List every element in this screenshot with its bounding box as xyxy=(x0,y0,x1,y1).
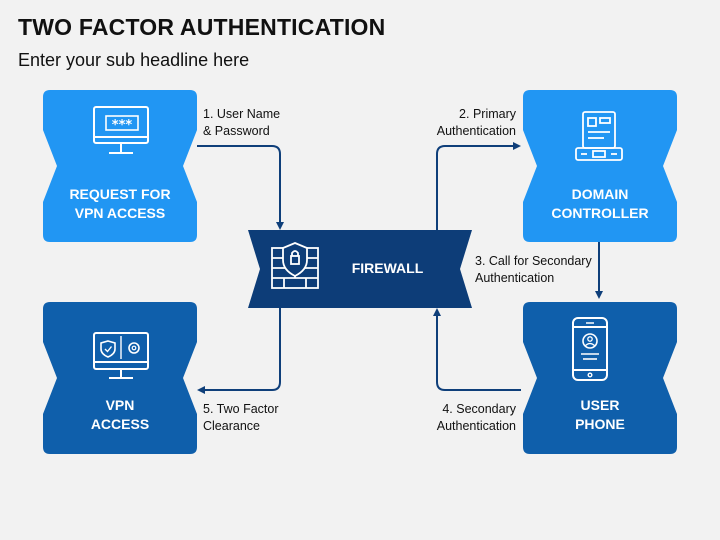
node-vpn-label: VPN ACCESS xyxy=(90,397,150,432)
step-4-label: 4. Secondary Authentication xyxy=(436,402,516,433)
step-2-label: 2. Primary Authentication xyxy=(436,107,516,138)
node-phone-label: USER PHONE xyxy=(575,397,625,432)
firewall-shield-icon xyxy=(271,242,319,289)
step-3-label: 3. Call for Secondary Authentication xyxy=(475,254,592,285)
node-domain-label: DOMAIN CONTROLLER xyxy=(551,186,649,221)
connectors xyxy=(197,142,603,394)
node-firewall-label: FIREWALL xyxy=(351,260,424,276)
node-domain-shape xyxy=(523,90,677,242)
smartphone-user-icon xyxy=(572,317,608,381)
arrow-step2 xyxy=(436,142,521,230)
svg-text:***: *** xyxy=(112,118,133,133)
node-request-shape xyxy=(43,90,197,242)
arrow-step4 xyxy=(433,308,521,391)
step-5-label: 5. Two Factor Clearance xyxy=(203,402,279,433)
monitor-security-icon xyxy=(93,332,149,379)
node-request-label: REQUEST FOR VPN ACCESS xyxy=(69,186,171,221)
step-1-label: 1. User Name & Password xyxy=(203,107,281,138)
arrow-step1 xyxy=(197,145,284,230)
arrow-step5 xyxy=(197,308,281,394)
monitor-password-icon: *** xyxy=(93,106,149,154)
page-subtitle: Enter your sub headline here xyxy=(18,50,250,70)
page-title: TWO FACTOR AUTHENTICATION xyxy=(18,14,386,40)
server-rack-icon xyxy=(575,111,623,161)
node-phone-shape xyxy=(523,302,677,454)
